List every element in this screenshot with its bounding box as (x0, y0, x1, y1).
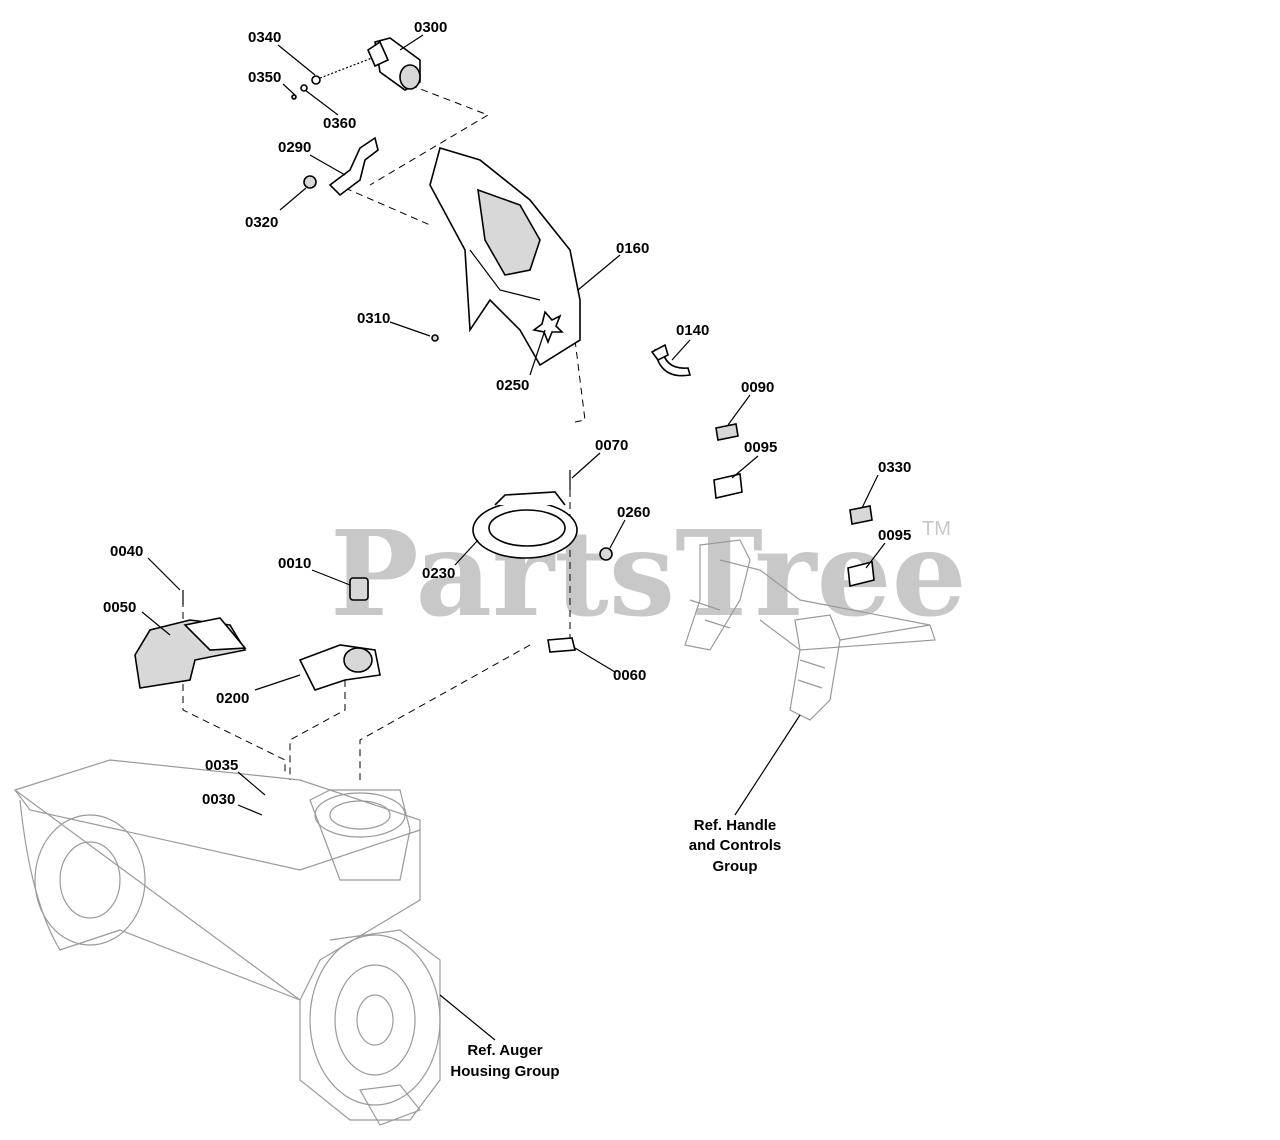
ring-gear-part (472, 470, 613, 653)
ref-handle-line-2: and Controls (689, 837, 782, 854)
ref-handle-line-3: Group (713, 858, 758, 875)
callout-0320: 0320 (245, 214, 278, 231)
callout-0095-lower: 0095 (878, 527, 911, 544)
callout-0250: 0250 (496, 377, 529, 394)
callout-0010: 0010 (278, 555, 311, 572)
knob-parts (713, 423, 875, 587)
clip-part (650, 343, 692, 377)
gearbox-part (298, 577, 381, 691)
callout-0260: 0260 (617, 504, 650, 521)
bracket-part (303, 136, 379, 197)
ref-auger-line-2: Housing Group (450, 1063, 559, 1080)
auger-housing-reference (13, 759, 441, 1126)
callout-0095-upper: 0095 (744, 439, 777, 456)
callout-0350: 0350 (248, 69, 281, 86)
callout-0040: 0040 (110, 543, 143, 560)
callout-leaders (141, 34, 886, 1041)
callout-0030: 0030 (202, 791, 235, 808)
callout-0360: 0360 (323, 115, 356, 132)
callout-0060: 0060 (613, 667, 646, 684)
handle-controls-reference (684, 539, 936, 721)
cover-part (134, 590, 247, 689)
callout-0035: 0035 (205, 757, 238, 774)
callout-0070: 0070 (595, 437, 628, 454)
callout-0140: 0140 (676, 322, 709, 339)
chute-part (429, 146, 581, 367)
chute-motor-part (291, 37, 421, 100)
callout-0290: 0290 (278, 139, 311, 156)
reference-handle-label: Ref. Handle and Controls Group (689, 817, 782, 875)
ref-auger-line-1: Ref. Auger (467, 1042, 542, 1059)
callout-0300: 0300 (414, 19, 447, 36)
reference-auger-label: Ref. Auger Housing Group (450, 1042, 559, 1080)
watermark-trademark: TM (922, 518, 951, 540)
callout-0200: 0200 (216, 690, 249, 707)
callout-0160: 0160 (616, 240, 649, 257)
assembly-lines (182, 84, 586, 780)
ref-handle-line-1: Ref. Handle (694, 817, 777, 834)
callout-0310: 0310 (357, 310, 390, 327)
callout-0230: 0230 (422, 565, 455, 582)
callout-labels: 0340 0300 0350 0360 0290 0320 0160 0310 … (103, 19, 911, 808)
callout-0330: 0330 (878, 459, 911, 476)
callout-0050: 0050 (103, 599, 136, 616)
callout-0090: 0090 (741, 379, 774, 396)
callout-0340: 0340 (248, 29, 281, 46)
